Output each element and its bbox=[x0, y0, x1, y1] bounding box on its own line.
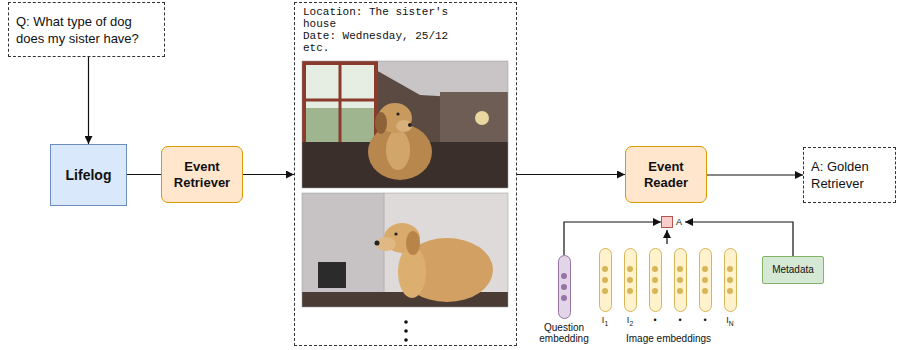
node-text: Event Retriever bbox=[168, 159, 236, 191]
television bbox=[318, 262, 346, 288]
vector-dot bbox=[561, 273, 567, 279]
vector-label: I2 bbox=[619, 315, 641, 329]
embedding-vector: • bbox=[669, 248, 691, 325]
vector-dot bbox=[677, 266, 683, 272]
node-text: Location: The sister's house bbox=[303, 6, 483, 30]
vector-dot bbox=[652, 277, 658, 283]
reader-box: Event Reader bbox=[625, 146, 707, 203]
vector-capsule bbox=[699, 248, 712, 312]
node-text: Event Reader bbox=[632, 159, 700, 191]
vector-dot bbox=[652, 266, 658, 272]
retriever-box: Event Retriever bbox=[161, 146, 243, 203]
vector-dot bbox=[627, 288, 633, 294]
node-text: Metadata bbox=[772, 264, 814, 276]
vector-label: • bbox=[669, 315, 691, 325]
node-label: A bbox=[676, 217, 685, 227]
embedding-vector: • bbox=[644, 248, 666, 325]
vector-capsule bbox=[558, 255, 571, 319]
vector-label: I1 bbox=[594, 315, 616, 329]
ellipsis-dot bbox=[404, 329, 408, 333]
vector-capsule bbox=[599, 248, 612, 312]
vector-dot bbox=[561, 295, 567, 301]
answer-box: A: Golden Retriever bbox=[803, 147, 896, 203]
dog-chest bbox=[386, 130, 410, 170]
ellipsis-dot bbox=[404, 338, 408, 342]
vector-label: • bbox=[644, 315, 666, 325]
dog-body bbox=[368, 124, 432, 180]
flow-arrow bbox=[517, 174, 625, 175]
dog-ear bbox=[406, 231, 420, 255]
dog-photo bbox=[302, 61, 508, 188]
vector-dot bbox=[602, 277, 608, 283]
node-text: Date: Wednesday, 25/12 bbox=[303, 30, 483, 42]
flow-arrow bbox=[243, 174, 294, 175]
group-label: Image embeddings bbox=[626, 333, 711, 345]
vector-dot bbox=[727, 277, 733, 283]
metadata-box: Metadata bbox=[762, 256, 824, 284]
vector-dot bbox=[727, 288, 733, 294]
vector-label: IN bbox=[719, 315, 741, 329]
dog-photo bbox=[302, 193, 508, 307]
ellipsis-dot bbox=[404, 320, 408, 324]
flow-arrow bbox=[88, 57, 89, 144]
photo-ground bbox=[302, 61, 508, 188]
embedding-vector: IN bbox=[719, 248, 741, 329]
dog-eye bbox=[394, 232, 397, 235]
node-text: etc. bbox=[303, 42, 483, 54]
lifelog-box: Lifelog bbox=[50, 144, 127, 206]
photo-frame bbox=[302, 61, 508, 188]
vector-capsule bbox=[674, 248, 687, 312]
vector-dot bbox=[627, 266, 633, 272]
vector-dot bbox=[702, 277, 708, 283]
photo-ground bbox=[302, 193, 508, 307]
window-frame bbox=[304, 99, 376, 102]
answer-square bbox=[661, 216, 673, 228]
window bbox=[302, 61, 378, 147]
dog-snout bbox=[396, 120, 412, 132]
vector-label: • bbox=[694, 315, 716, 325]
vector-dot bbox=[702, 266, 708, 272]
lamp bbox=[475, 111, 489, 125]
vector-capsule bbox=[649, 248, 662, 312]
vector-dot bbox=[561, 284, 567, 290]
vector-dot bbox=[702, 288, 708, 294]
event-panel: Location: The sister's houseDate: Wednes… bbox=[294, 2, 517, 346]
flow-arrow bbox=[127, 174, 161, 175]
dog-eye bbox=[396, 112, 399, 115]
vector-capsule bbox=[624, 248, 637, 312]
vector-dot bbox=[652, 288, 658, 294]
embedding-arrow bbox=[666, 230, 667, 244]
vector-dot bbox=[727, 266, 733, 272]
answer-node: A bbox=[661, 216, 685, 228]
window-frame bbox=[339, 63, 342, 145]
dog-nose bbox=[375, 241, 380, 246]
dog-nose bbox=[408, 123, 412, 127]
question-box: Q: What type of dog does my sister have? bbox=[8, 2, 165, 57]
node-text: Lifelog bbox=[66, 167, 112, 184]
window-frame bbox=[304, 63, 376, 145]
vector-dot bbox=[677, 277, 683, 283]
wall bbox=[302, 193, 384, 307]
embedding-vector: • bbox=[694, 248, 716, 325]
flow-arrow bbox=[707, 174, 803, 175]
dog-ear bbox=[375, 112, 387, 134]
vector-capsule bbox=[724, 248, 737, 312]
photo-frame bbox=[302, 193, 508, 307]
vector-label: Question embedding bbox=[536, 322, 592, 344]
vector-dot bbox=[602, 288, 608, 294]
node-text: Q: What type of dog does my sister have? bbox=[16, 13, 157, 47]
node-text: A: Golden Retriever bbox=[811, 158, 888, 192]
vector-dot bbox=[602, 266, 608, 272]
embedding-vector: I2 bbox=[619, 248, 641, 329]
embedding-vector: I1 bbox=[594, 248, 616, 329]
vector-dot bbox=[627, 277, 633, 283]
embedding-vector: Question embedding bbox=[536, 255, 592, 344]
wall bbox=[440, 92, 508, 150]
vector-dot bbox=[677, 288, 683, 294]
flow-arrow bbox=[564, 222, 661, 255]
